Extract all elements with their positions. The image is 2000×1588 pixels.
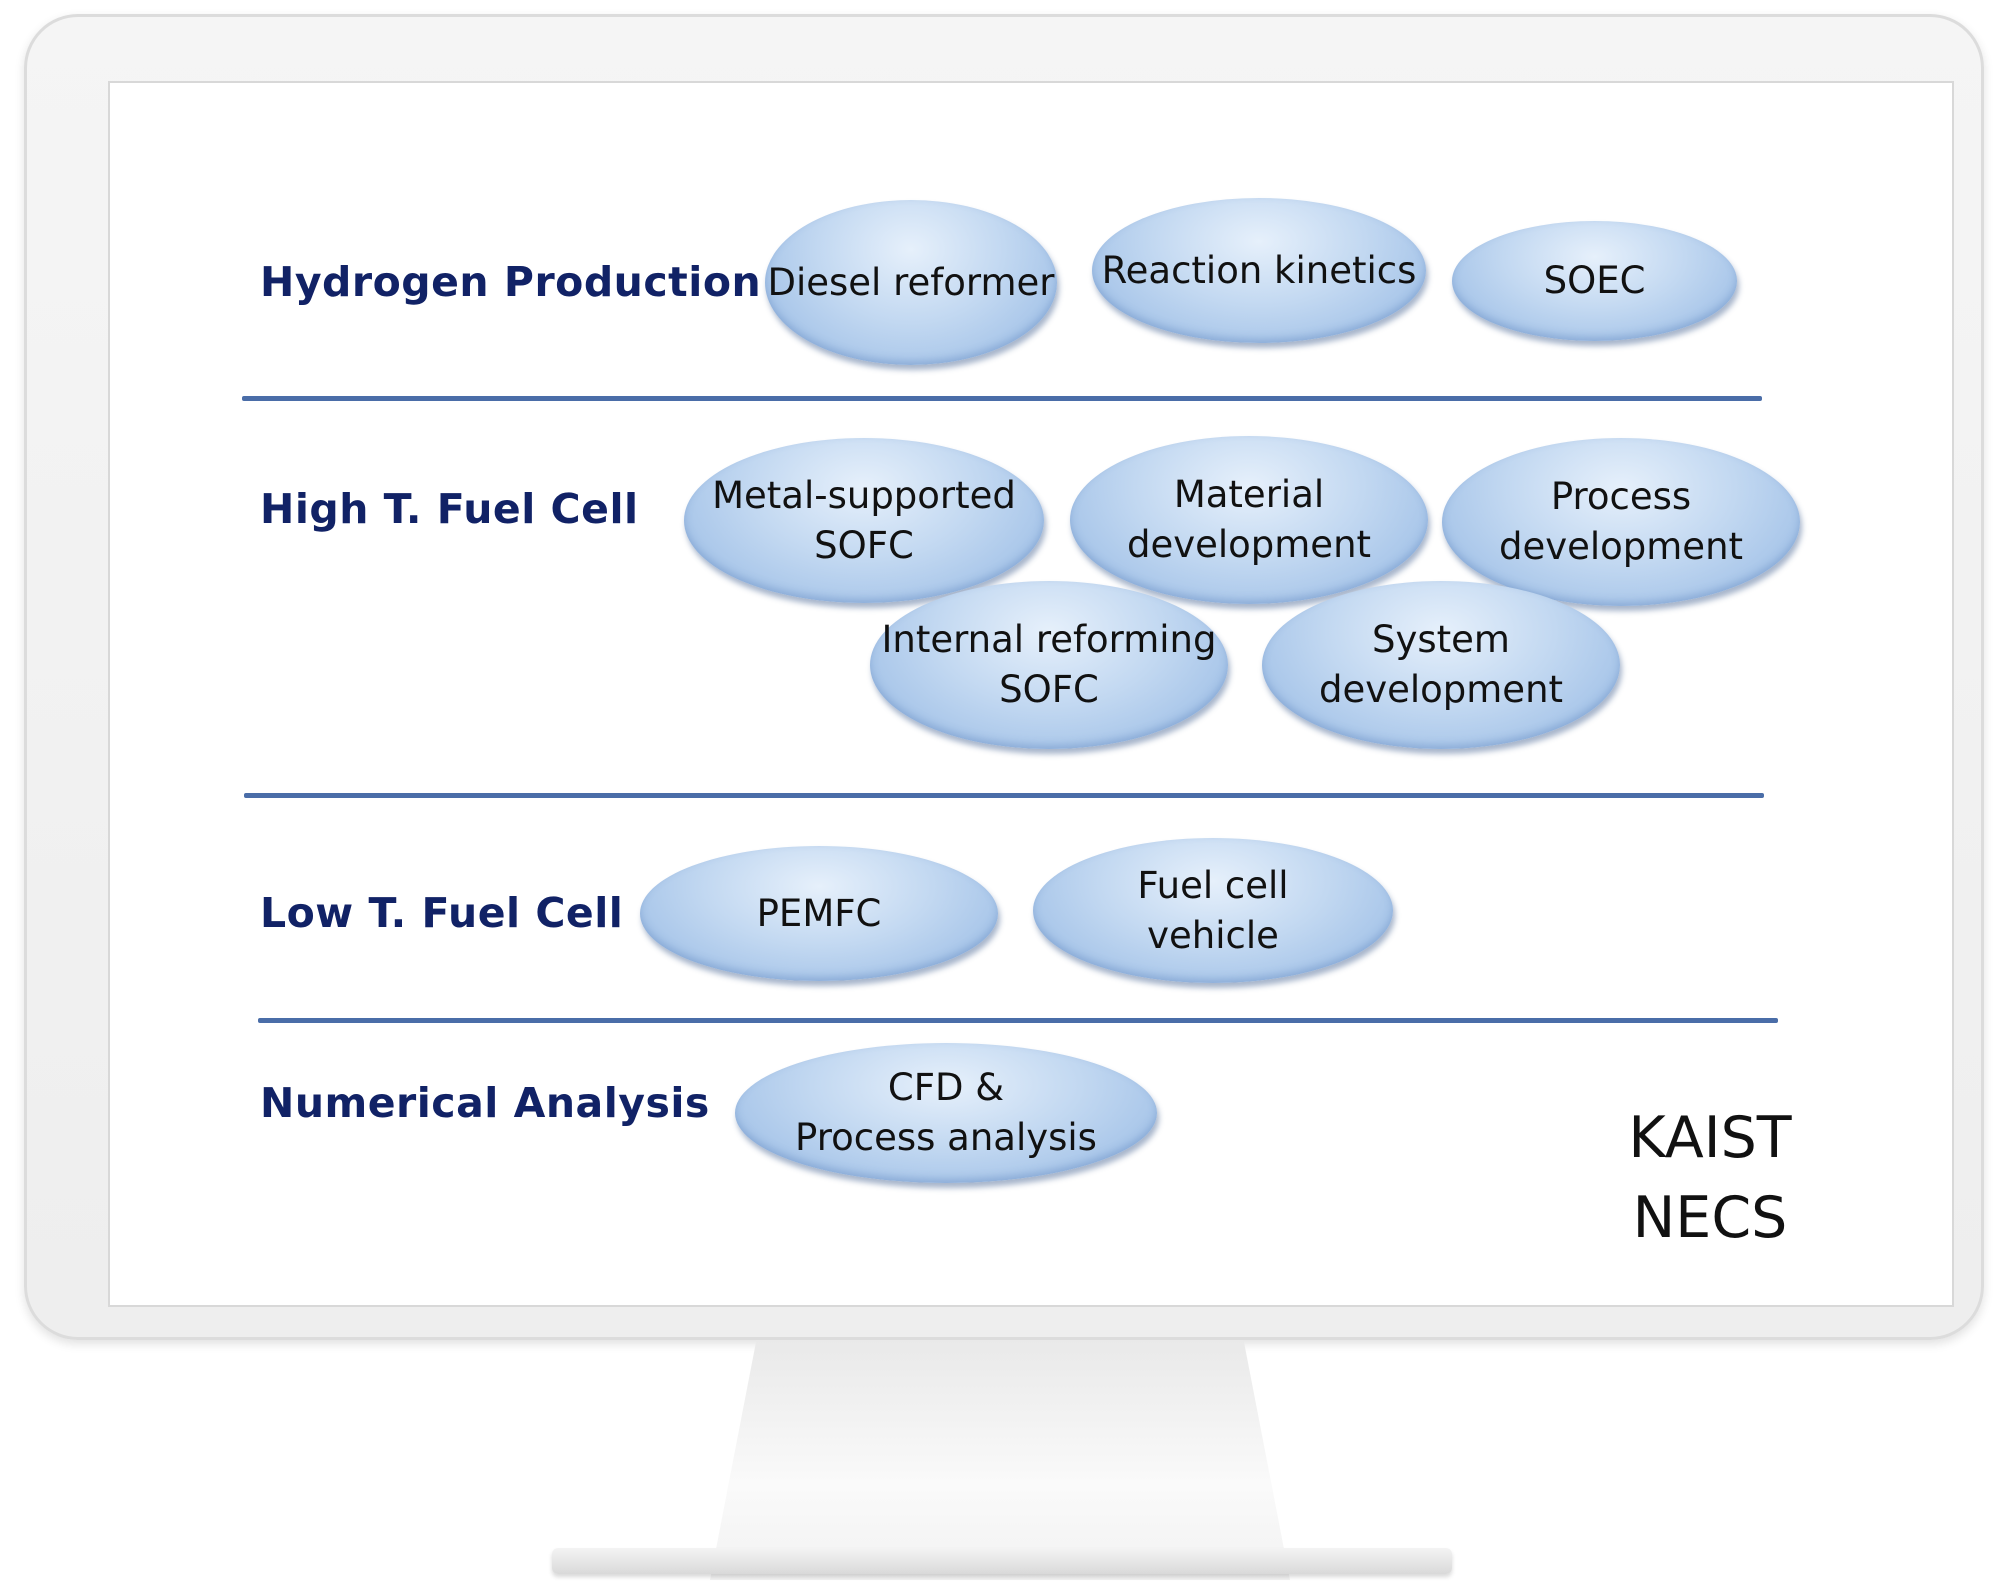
topic-metal-supported-sofc: Metal-supported SOFC: [684, 438, 1044, 603]
topic-process-development: Process development: [1442, 438, 1800, 606]
category-numerical-analysis: Numerical Analysis: [260, 1079, 710, 1127]
topic-material-development: Material development: [1070, 436, 1428, 604]
category-high-t-fuel-cell: High T. Fuel Cell: [260, 485, 639, 533]
category-low-t-fuel-cell: Low T. Fuel Cell: [260, 889, 624, 937]
topic-soec: SOEC: [1452, 221, 1737, 341]
divider-1: [242, 396, 1762, 401]
topic-system-development: System development: [1262, 581, 1620, 749]
monitor-screen: Hydrogen Production Diesel reformer Reac…: [108, 81, 1954, 1307]
topic-internal-reforming-sofc: Internal reforming SOFC: [870, 581, 1228, 749]
divider-2: [244, 793, 1764, 798]
monitor-stand-neck: [710, 1340, 1290, 1580]
topic-cfd-process-analysis: CFD & Process analysis: [735, 1043, 1157, 1183]
topic-diesel-reformer: Diesel reformer: [765, 200, 1057, 365]
category-hydrogen-production: Hydrogen Production: [260, 258, 762, 306]
topic-reaction-kinetics: Reaction kinetics: [1092, 198, 1426, 343]
monitor-stand-base: [552, 1548, 1452, 1574]
brand-kaist-necs: KAIST NECS: [1628, 1105, 1792, 1251]
topic-fuel-cell-vehicle: Fuel cell vehicle: [1033, 838, 1393, 983]
monitor-frame: Hydrogen Production Diesel reformer Reac…: [24, 14, 1984, 1340]
topic-pemfc: PEMFC: [640, 846, 998, 981]
divider-3: [258, 1018, 1778, 1023]
